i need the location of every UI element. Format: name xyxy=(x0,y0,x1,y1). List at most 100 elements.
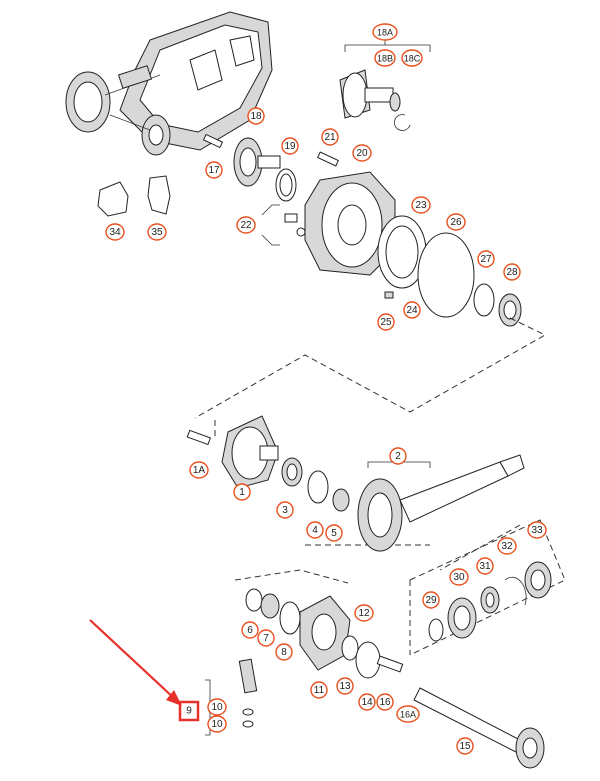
callout-8[interactable]: 8 xyxy=(275,643,293,661)
callout-13[interactable]: 13 xyxy=(336,677,354,695)
callout-17[interactable]: 17 xyxy=(205,161,223,179)
callout-label: 18C xyxy=(404,54,421,64)
callout-18[interactable]: 18 xyxy=(247,107,265,125)
callout-bubble xyxy=(411,196,431,214)
callout-bubble xyxy=(325,524,343,542)
callout-label: 26 xyxy=(450,217,462,228)
callout-label: 8 xyxy=(281,647,287,658)
callout-4[interactable]: 4 xyxy=(306,521,324,539)
callout-label: 18A xyxy=(377,28,393,38)
callout-bubble xyxy=(281,137,299,155)
callout-29[interactable]: 29 xyxy=(422,591,440,609)
upper-housing-parts xyxy=(202,69,522,327)
callout-bubble xyxy=(275,643,293,661)
callout-2[interactable]: 2 xyxy=(389,447,407,465)
highlighted-part-9[interactable]: 9 xyxy=(178,700,200,722)
callout-35[interactable]: 35 xyxy=(147,223,167,241)
callout-bubble xyxy=(354,604,374,622)
callout-label: 16A xyxy=(400,710,416,720)
callout-label: 10 xyxy=(211,702,223,713)
callout-label: 18B xyxy=(377,54,393,64)
callout-label: 11 xyxy=(314,685,325,696)
callout-bubble xyxy=(241,621,259,639)
callout-bubble xyxy=(276,501,294,519)
callout-label: 7 xyxy=(263,633,269,644)
callout-16[interactable]: 16 xyxy=(376,693,394,711)
callout-26[interactable]: 26 xyxy=(446,213,466,231)
callout-label: 4 xyxy=(312,525,318,536)
callout-7[interactable]: 7 xyxy=(257,629,275,647)
differential-parts xyxy=(186,415,525,552)
callout-16A[interactable]: 16A xyxy=(396,705,420,723)
callout-label: 3 xyxy=(282,505,288,516)
callout-bubble xyxy=(527,521,547,539)
callout-bubble xyxy=(310,681,328,699)
callout-label: 2 xyxy=(395,451,401,462)
callout-bubble xyxy=(207,715,227,733)
pointer-arrow xyxy=(89,619,182,706)
callout-label: 21 xyxy=(324,132,336,143)
callout-bubble xyxy=(446,213,466,231)
callout-14[interactable]: 14 xyxy=(358,693,376,711)
callout-21[interactable]: 21 xyxy=(321,128,339,146)
callout-label: 6 xyxy=(247,625,253,636)
callout-15[interactable]: 15 xyxy=(456,737,474,755)
callout-label: 31 xyxy=(479,561,491,572)
callout-label: 35 xyxy=(151,227,163,238)
callout-bubble xyxy=(476,557,494,575)
callout-33[interactable]: 33 xyxy=(527,521,547,539)
callout-10[interactable]: 10 xyxy=(207,715,227,733)
callout-bubble xyxy=(352,144,372,162)
callout-34[interactable]: 34 xyxy=(105,223,125,241)
callout-bubble xyxy=(503,263,521,281)
callout-12[interactable]: 12 xyxy=(354,604,374,622)
callout-18A[interactable]: 18A xyxy=(372,23,398,41)
callout-bubble xyxy=(377,313,395,331)
callout-18B[interactable]: 18B xyxy=(374,49,396,67)
callout-label: 16 xyxy=(379,697,391,708)
clip-parts-34-35 xyxy=(97,175,171,217)
callout-18C[interactable]: 18C xyxy=(401,49,423,67)
callout-bubble xyxy=(422,591,440,609)
callout-bubble xyxy=(105,223,125,241)
callout-10[interactable]: 10 xyxy=(207,698,227,716)
callout-bubble xyxy=(236,216,256,234)
callout-31[interactable]: 31 xyxy=(476,557,494,575)
callout-25[interactable]: 25 xyxy=(377,313,395,331)
callout-label: 24 xyxy=(406,305,418,316)
callout-22[interactable]: 22 xyxy=(236,216,256,234)
highlighted-part-label: 9 xyxy=(186,706,192,717)
callout-label: 27 xyxy=(480,254,492,265)
lower-drive-parts xyxy=(238,588,545,769)
callout-1A[interactable]: 1A xyxy=(189,461,209,479)
callout-bubble xyxy=(374,49,396,67)
callout-label: 29 xyxy=(425,595,437,606)
callout-6[interactable]: 6 xyxy=(241,621,259,639)
callout-20[interactable]: 20 xyxy=(352,144,372,162)
callout-23[interactable]: 23 xyxy=(411,196,431,214)
callout-11[interactable]: 11 xyxy=(310,681,328,699)
callout-1[interactable]: 1 xyxy=(233,483,251,501)
callout-27[interactable]: 27 xyxy=(477,250,495,268)
callout-bubble xyxy=(449,568,469,586)
callout-bubble xyxy=(321,128,339,146)
callout-3[interactable]: 3 xyxy=(276,501,294,519)
callout-bubble xyxy=(306,521,324,539)
callout-label: 30 xyxy=(453,572,465,583)
callout-label: 22 xyxy=(240,220,252,231)
callout-19[interactable]: 19 xyxy=(281,137,299,155)
callout-24[interactable]: 24 xyxy=(403,301,421,319)
callout-28[interactable]: 28 xyxy=(503,263,521,281)
callout-label: 15 xyxy=(459,741,471,752)
callout-bubble xyxy=(401,49,423,67)
callout-bubble xyxy=(233,483,251,501)
callout-bubble xyxy=(358,693,376,711)
callout-bubble xyxy=(207,698,227,716)
callout-bubble xyxy=(189,461,209,479)
callout-label: 20 xyxy=(356,148,368,159)
callout-32[interactable]: 32 xyxy=(497,537,517,555)
callout-30[interactable]: 30 xyxy=(449,568,469,586)
callout-5[interactable]: 5 xyxy=(325,524,343,542)
callout-label: 12 xyxy=(358,608,370,619)
